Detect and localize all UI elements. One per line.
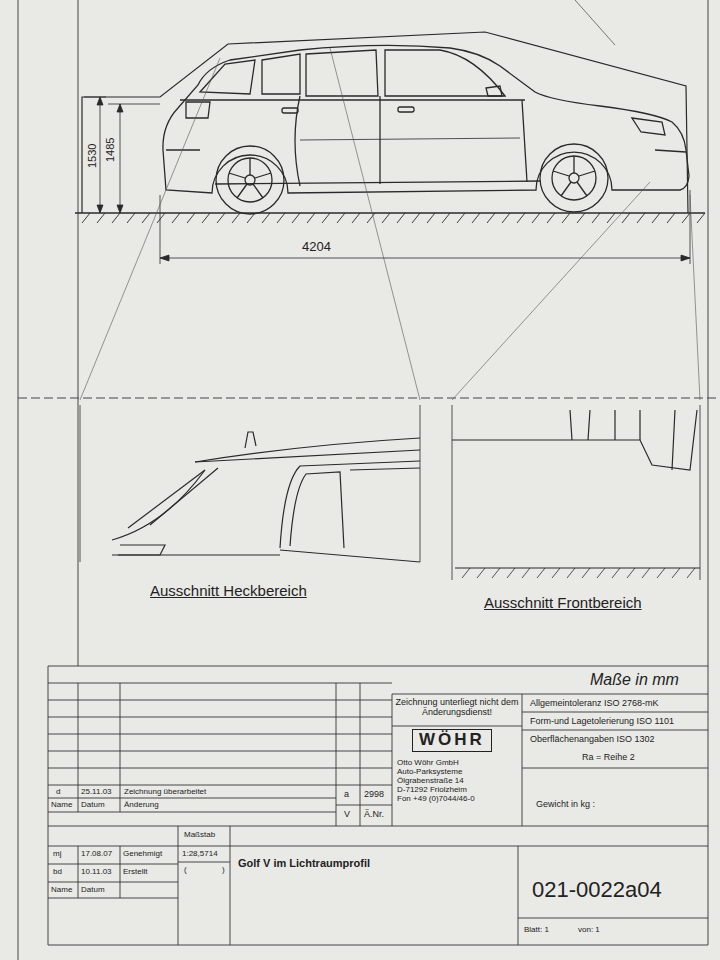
view-caption: Ausschnitt Heckbereich (150, 583, 307, 600)
tolerance-note: Allgemeintoleranz ISO 2768-mK (530, 699, 659, 709)
projection-lines (80, 48, 700, 400)
company-address: Otto Wöhr GmbH (397, 759, 459, 768)
scale-value: 1:28,5714 (182, 850, 218, 859)
tolerance-note: Ra = Reihe 2 (582, 753, 635, 763)
table-cell: ) (222, 866, 225, 875)
table-cell: Änderung (124, 801, 159, 810)
table-cell: Gewicht in kg : (536, 800, 595, 810)
company-address: Ölgrabenstraße 14 (397, 777, 464, 786)
table-cell: bd (53, 868, 62, 877)
company-address: Auto-Parksysteme (397, 768, 462, 777)
rear-detail-view (80, 405, 420, 562)
sheet-number: Blatt: 1 (524, 926, 549, 935)
table-cell: Datum (81, 886, 105, 895)
table-cell: 25.11.03 (81, 788, 112, 797)
ground-hatch (75, 213, 705, 223)
table-cell: a (344, 790, 349, 800)
units-note: Maße in mm (590, 671, 679, 689)
drawing-number: 021-0022a04 (532, 878, 662, 902)
sheet-frame (18, 0, 720, 960)
table-cell: 17.08.07 (81, 850, 112, 859)
table-cell: Ä.Nr. (364, 810, 384, 820)
table-cell: Maßstab (184, 831, 215, 840)
title-block-note: Zeichnung unterliegt nicht dem Änderungs… (394, 698, 520, 718)
tolerance-note: Oberflächenangaben ISO 1302 (530, 735, 655, 745)
dimension-value: 1530 (86, 144, 98, 168)
title-block-grid (48, 666, 708, 945)
table-cell: d (56, 788, 60, 797)
company-address: D-71292 Friolzheim (397, 786, 467, 795)
car-side-view (163, 45, 689, 214)
view-caption: Ausschnitt Frontbereich (484, 595, 642, 612)
dimension-value: 4204 (302, 240, 331, 254)
table-cell: Name (51, 801, 72, 810)
company-address: Fon +49 (0)7044/46-0 (397, 795, 475, 804)
table-cell: Datum (81, 801, 105, 810)
sheet-number: von: 1 (578, 926, 600, 935)
table-cell: mj (53, 850, 61, 859)
table-cell: Genehmigt (123, 850, 162, 859)
dimension-value: 1485 (104, 138, 116, 162)
table-cell: Zeichnung überarbeitet (124, 788, 206, 797)
drawing-title: Golf V im Lichtraumprofil (238, 857, 370, 869)
table-cell: V (344, 810, 350, 820)
dimension-lines (84, 97, 690, 264)
table-cell: 10.11.03 (81, 868, 112, 877)
front-detail-view (452, 405, 700, 580)
table-cell: Erstellt (123, 868, 147, 877)
table-cell: 2998 (364, 790, 384, 800)
tolerance-note: Form-und Lagetolerierung ISO 1101 (530, 717, 674, 727)
table-cell: Name (51, 886, 72, 895)
company-logo: WÖHR (412, 729, 492, 752)
clearance-envelope (82, 32, 688, 213)
table-cell: ( (184, 866, 187, 875)
